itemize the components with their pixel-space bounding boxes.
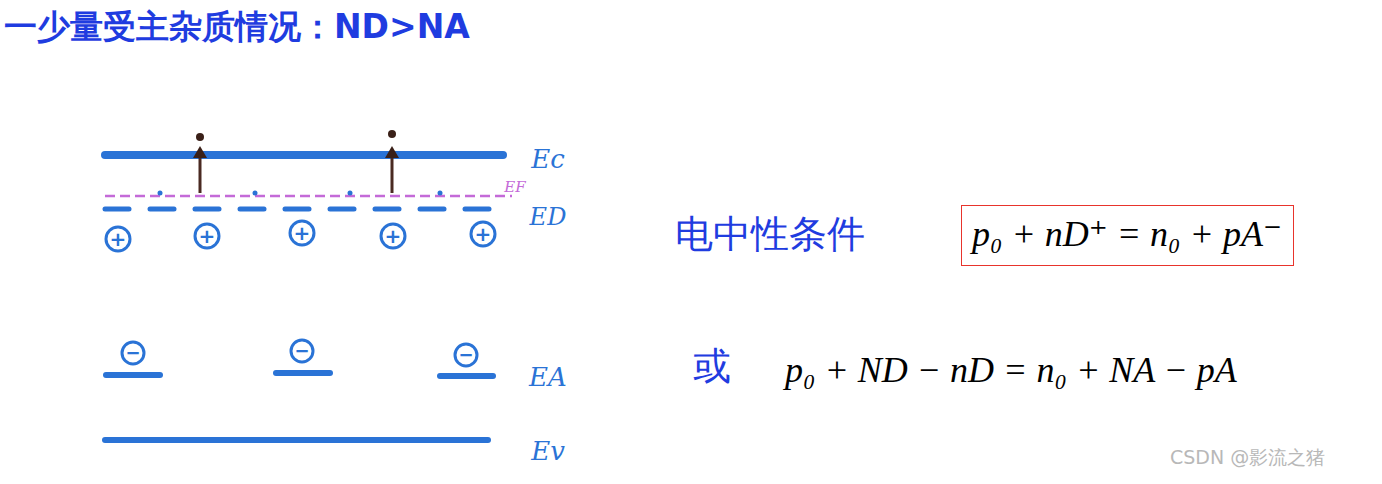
ion-sign: + bbox=[294, 222, 311, 245]
equation: p₀ + ND − nD = n₀ + NA − pA bbox=[785, 350, 1237, 391]
band-label: Ec bbox=[531, 145, 565, 175]
title: 一少量受主杂质情况：ND>NA bbox=[4, 8, 470, 46]
equation: p₀ + nD⁺ = n₀ + pA⁻ bbox=[972, 214, 1283, 255]
band-label: EA bbox=[529, 363, 567, 393]
valence-band bbox=[105, 437, 488, 443]
ion-sign: − bbox=[125, 343, 140, 364]
excitation-arrows bbox=[200, 152, 392, 193]
band-label: ED bbox=[530, 204, 567, 232]
ion-sign: + bbox=[110, 228, 127, 251]
watermark: CSDN @影流之猪 bbox=[1170, 447, 1325, 469]
condition-label: 电中性条件 bbox=[675, 213, 865, 257]
conduction-band bbox=[105, 151, 503, 159]
donor-level bbox=[105, 207, 489, 212]
ion-sign: − bbox=[294, 341, 309, 362]
acceptor-ions bbox=[122, 340, 477, 366]
ion-sign: + bbox=[199, 225, 216, 248]
band-label: Ev bbox=[531, 437, 565, 467]
acceptor-level bbox=[106, 373, 493, 376]
ion-sign: + bbox=[475, 223, 492, 246]
donor-ions bbox=[106, 221, 495, 251]
fermi-level bbox=[105, 195, 512, 198]
equation-box: p₀ + nD⁺ = n₀ + pA⁻ bbox=[961, 205, 1294, 266]
arrow-heads bbox=[193, 130, 399, 158]
fermi-label: EF bbox=[504, 179, 525, 196]
ion-sign: + bbox=[385, 225, 402, 248]
ion-sign: − bbox=[458, 345, 473, 366]
or-label: 或 bbox=[693, 345, 731, 389]
